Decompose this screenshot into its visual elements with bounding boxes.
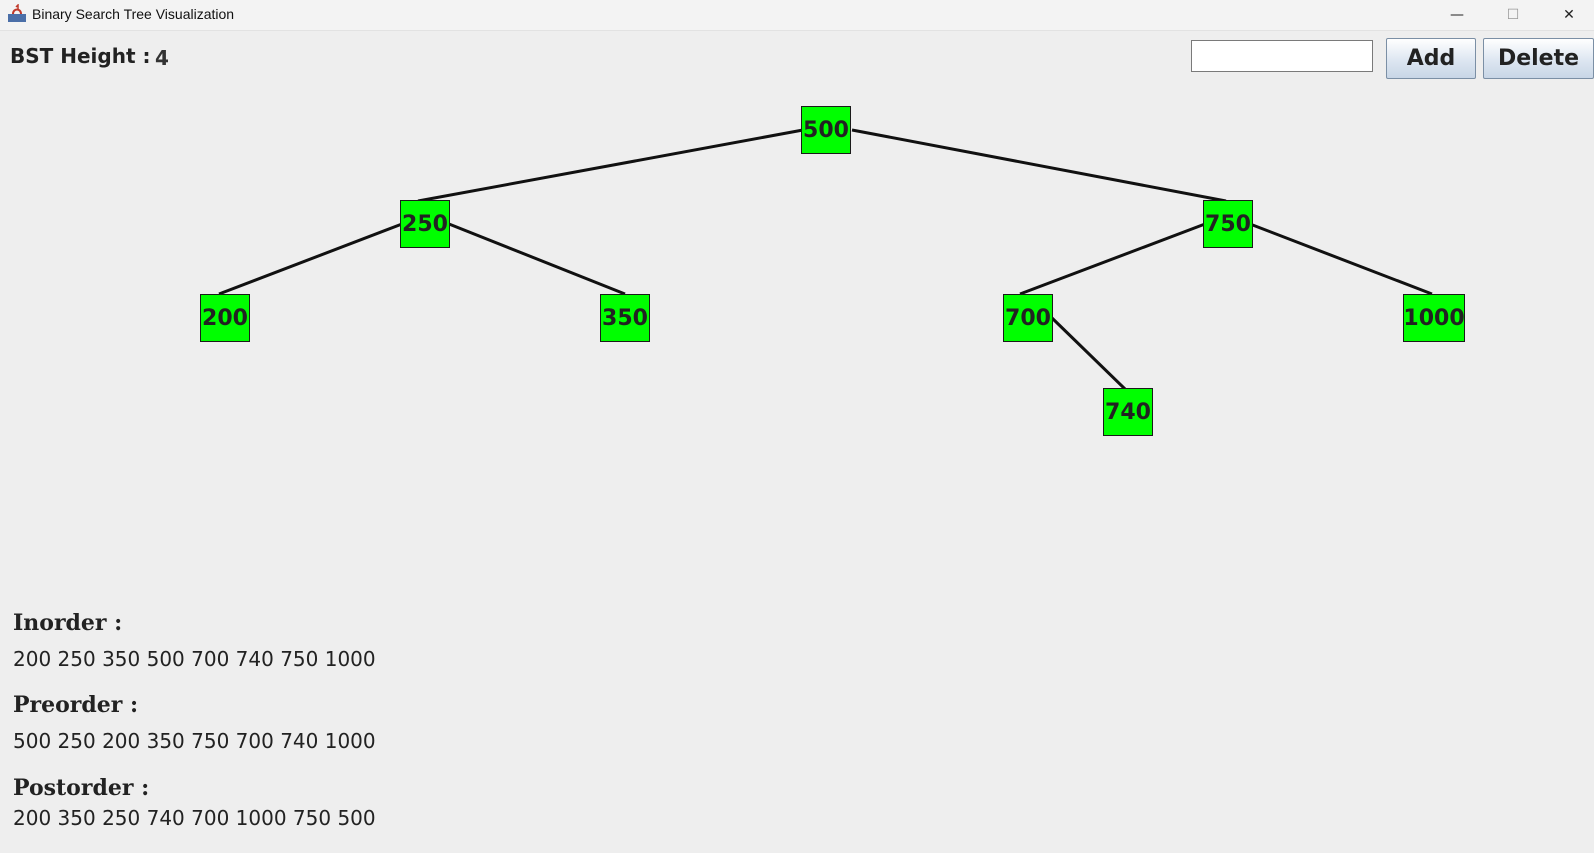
window-title: Binary Search Tree Visualization	[32, 6, 235, 22]
inorder-title: Inorder :	[13, 610, 123, 636]
tree-node-350: 350	[600, 294, 650, 342]
tree-node-200: 200	[200, 294, 250, 342]
bst-height-value: 4	[155, 46, 169, 70]
maximize-icon: ☐	[1506, 7, 1520, 23]
edge-500-250	[417, 128, 804, 203]
tree-node-500: 500	[801, 106, 851, 154]
tree-node-250: 250	[400, 200, 450, 248]
edge-250-350	[448, 222, 626, 296]
tree-node-740: 740	[1103, 388, 1153, 436]
edge-250-200	[218, 222, 403, 296]
tree-node-1000: 1000	[1403, 294, 1465, 342]
close-icon: ✕	[1563, 7, 1575, 23]
tree-node-700: 700	[1003, 294, 1053, 342]
maximize-button[interactable]: ☐	[1490, 0, 1536, 30]
edge-700-740	[1050, 316, 1127, 391]
postorder-title: Postorder :	[13, 775, 150, 801]
title-bar: Binary Search Tree Visualization — ☐ ✕	[0, 0, 1594, 31]
edge-750-700	[1019, 222, 1206, 296]
value-input[interactable]	[1191, 40, 1373, 72]
tree-node-750: 750	[1203, 200, 1253, 248]
edge-750-1000	[1249, 222, 1433, 296]
java-app-icon	[7, 3, 27, 24]
preorder-title: Preorder :	[13, 692, 139, 718]
edge-500-750	[851, 128, 1227, 203]
minimize-button[interactable]: —	[1434, 0, 1480, 30]
inorder-values: 200 250 350 500 700 740 750 1000	[13, 647, 376, 671]
add-button[interactable]: Add	[1386, 38, 1476, 79]
postorder-values: 200 350 250 740 700 1000 750 500	[13, 806, 376, 830]
delete-button[interactable]: Delete	[1483, 38, 1594, 79]
preorder-values: 500 250 200 350 750 700 740 1000	[13, 729, 376, 753]
minimize-icon: —	[1450, 7, 1464, 23]
bst-height-label: BST Height :	[10, 44, 151, 68]
close-button[interactable]: ✕	[1546, 0, 1592, 30]
